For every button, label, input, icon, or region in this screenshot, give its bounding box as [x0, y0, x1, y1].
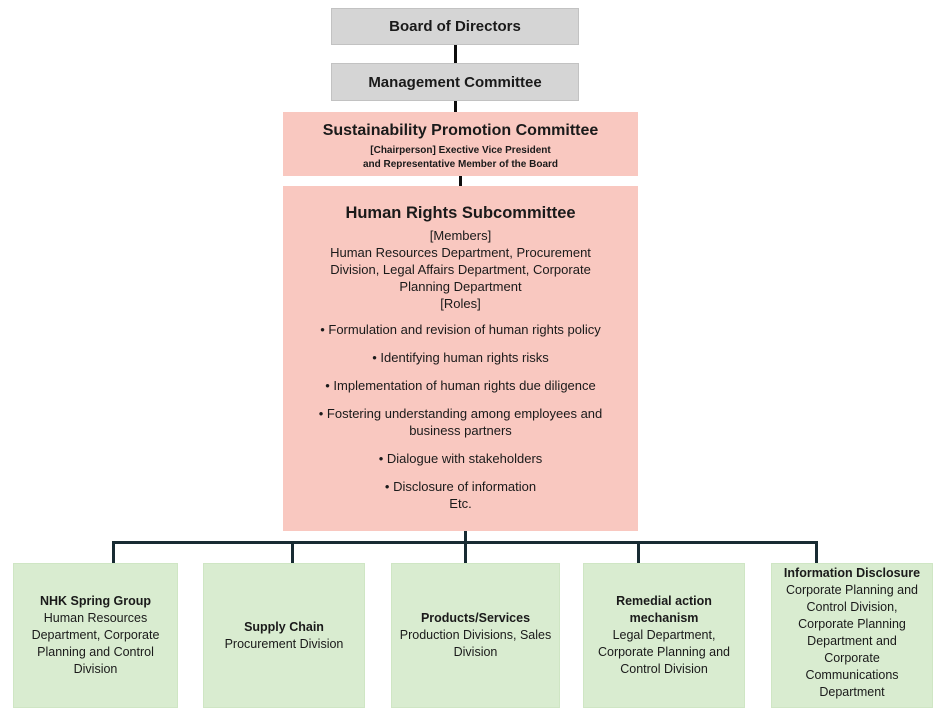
role-text: Identifying human rights risks: [380, 350, 549, 365]
remedial-action-body: Legal Department, Corporate Planning and…: [597, 628, 731, 676]
connector-board-management: [454, 45, 457, 63]
role-item: • Disclosure of information: [295, 478, 626, 495]
members-label: [Members]: [429, 228, 492, 243]
role-text: Disclosure of information: [393, 479, 537, 494]
roles-list: • Formulation and revision of human righ…: [295, 321, 626, 512]
management-committee-box: Management Committee: [331, 63, 579, 101]
information-disclosure-body: Corporate Planning and Control Division,…: [785, 583, 919, 699]
role-text: Fostering understanding among employees …: [326, 406, 603, 438]
bullet-icon: •: [318, 406, 324, 421]
board-of-directors-label: Board of Directors: [389, 18, 521, 35]
bullet-icon: •: [378, 451, 384, 466]
role-item: • Dialogue with stakeholders: [295, 450, 626, 467]
role-item: • Identifying human rights risks: [295, 349, 626, 366]
human-rights-subcommittee-box: Human Rights Subcommittee [Members] Huma…: [283, 186, 638, 531]
supply-chain-body: Procurement Division: [224, 636, 344, 651]
connector-horizontal-bar: [112, 541, 818, 544]
role-text: Dialogue with stakeholders: [386, 451, 543, 466]
connector-drop-5: [815, 541, 818, 563]
subcommittee-title: Human Rights Subcommittee: [345, 204, 576, 222]
connector-committee-subcommittee: [459, 176, 462, 186]
bullet-icon: •: [384, 479, 390, 494]
sustainability-promotion-committee-box: Sustainability Promotion Committee [Chai…: [283, 112, 638, 176]
management-committee-label: Management Committee: [368, 73, 542, 91]
products-services-body: Production Divisions, Sales Division: [399, 628, 552, 659]
remedial-action-title: Remedial action mechanism: [616, 594, 712, 625]
roles-label: [Roles]: [440, 296, 481, 311]
etc-label: Etc.: [449, 496, 472, 511]
bullet-icon: •: [320, 322, 325, 337]
connector-drop-2: [291, 541, 294, 563]
connector-subcommittee-trunk: [464, 531, 467, 563]
role-text: Formulation and revision of human rights…: [328, 322, 601, 337]
supply-chain-box: Supply Chain Procurement Division: [203, 563, 365, 708]
chairperson-line-2: and Representative Member of the Board: [362, 159, 559, 170]
bullet-icon: •: [372, 350, 377, 365]
role-item: • Formulation and revision of human righ…: [295, 321, 626, 338]
nhk-spring-group-title: NHK Spring Group: [39, 594, 152, 608]
role-text: Implementation of human rights due dilig…: [333, 378, 596, 393]
nhk-spring-group-body: Human Resources Department, Corporate Pl…: [31, 611, 160, 676]
chairperson-line: [Chairperson] Exective Vice President: [370, 145, 551, 156]
connector-drop-4: [637, 541, 640, 563]
bullet-icon: •: [325, 378, 330, 393]
board-of-directors-box: Board of Directors: [331, 8, 579, 45]
members-text: Human Resources Department, Procurement …: [330, 245, 591, 294]
connector-drop-1: [112, 541, 115, 563]
role-item: • Fostering understanding among employee…: [295, 405, 626, 439]
supply-chain-title: Supply Chain: [244, 619, 324, 634]
remedial-action-box: Remedial action mechanism Legal Departme…: [583, 563, 745, 708]
information-disclosure-title: Information Disclosure: [783, 566, 921, 580]
sustainability-committee-title: Sustainability Promotion Committee: [322, 122, 599, 139]
connector-management-committee: [454, 101, 457, 112]
nhk-spring-group-box: NHK Spring Group Human Resources Departm…: [13, 563, 178, 708]
role-item: • Implementation of human rights due dil…: [295, 377, 626, 394]
information-disclosure-box: Information Disclosure Corporate Plannin…: [771, 563, 933, 708]
products-services-title: Products/Services: [420, 611, 531, 625]
products-services-box: Products/Services Production Divisions, …: [391, 563, 560, 708]
